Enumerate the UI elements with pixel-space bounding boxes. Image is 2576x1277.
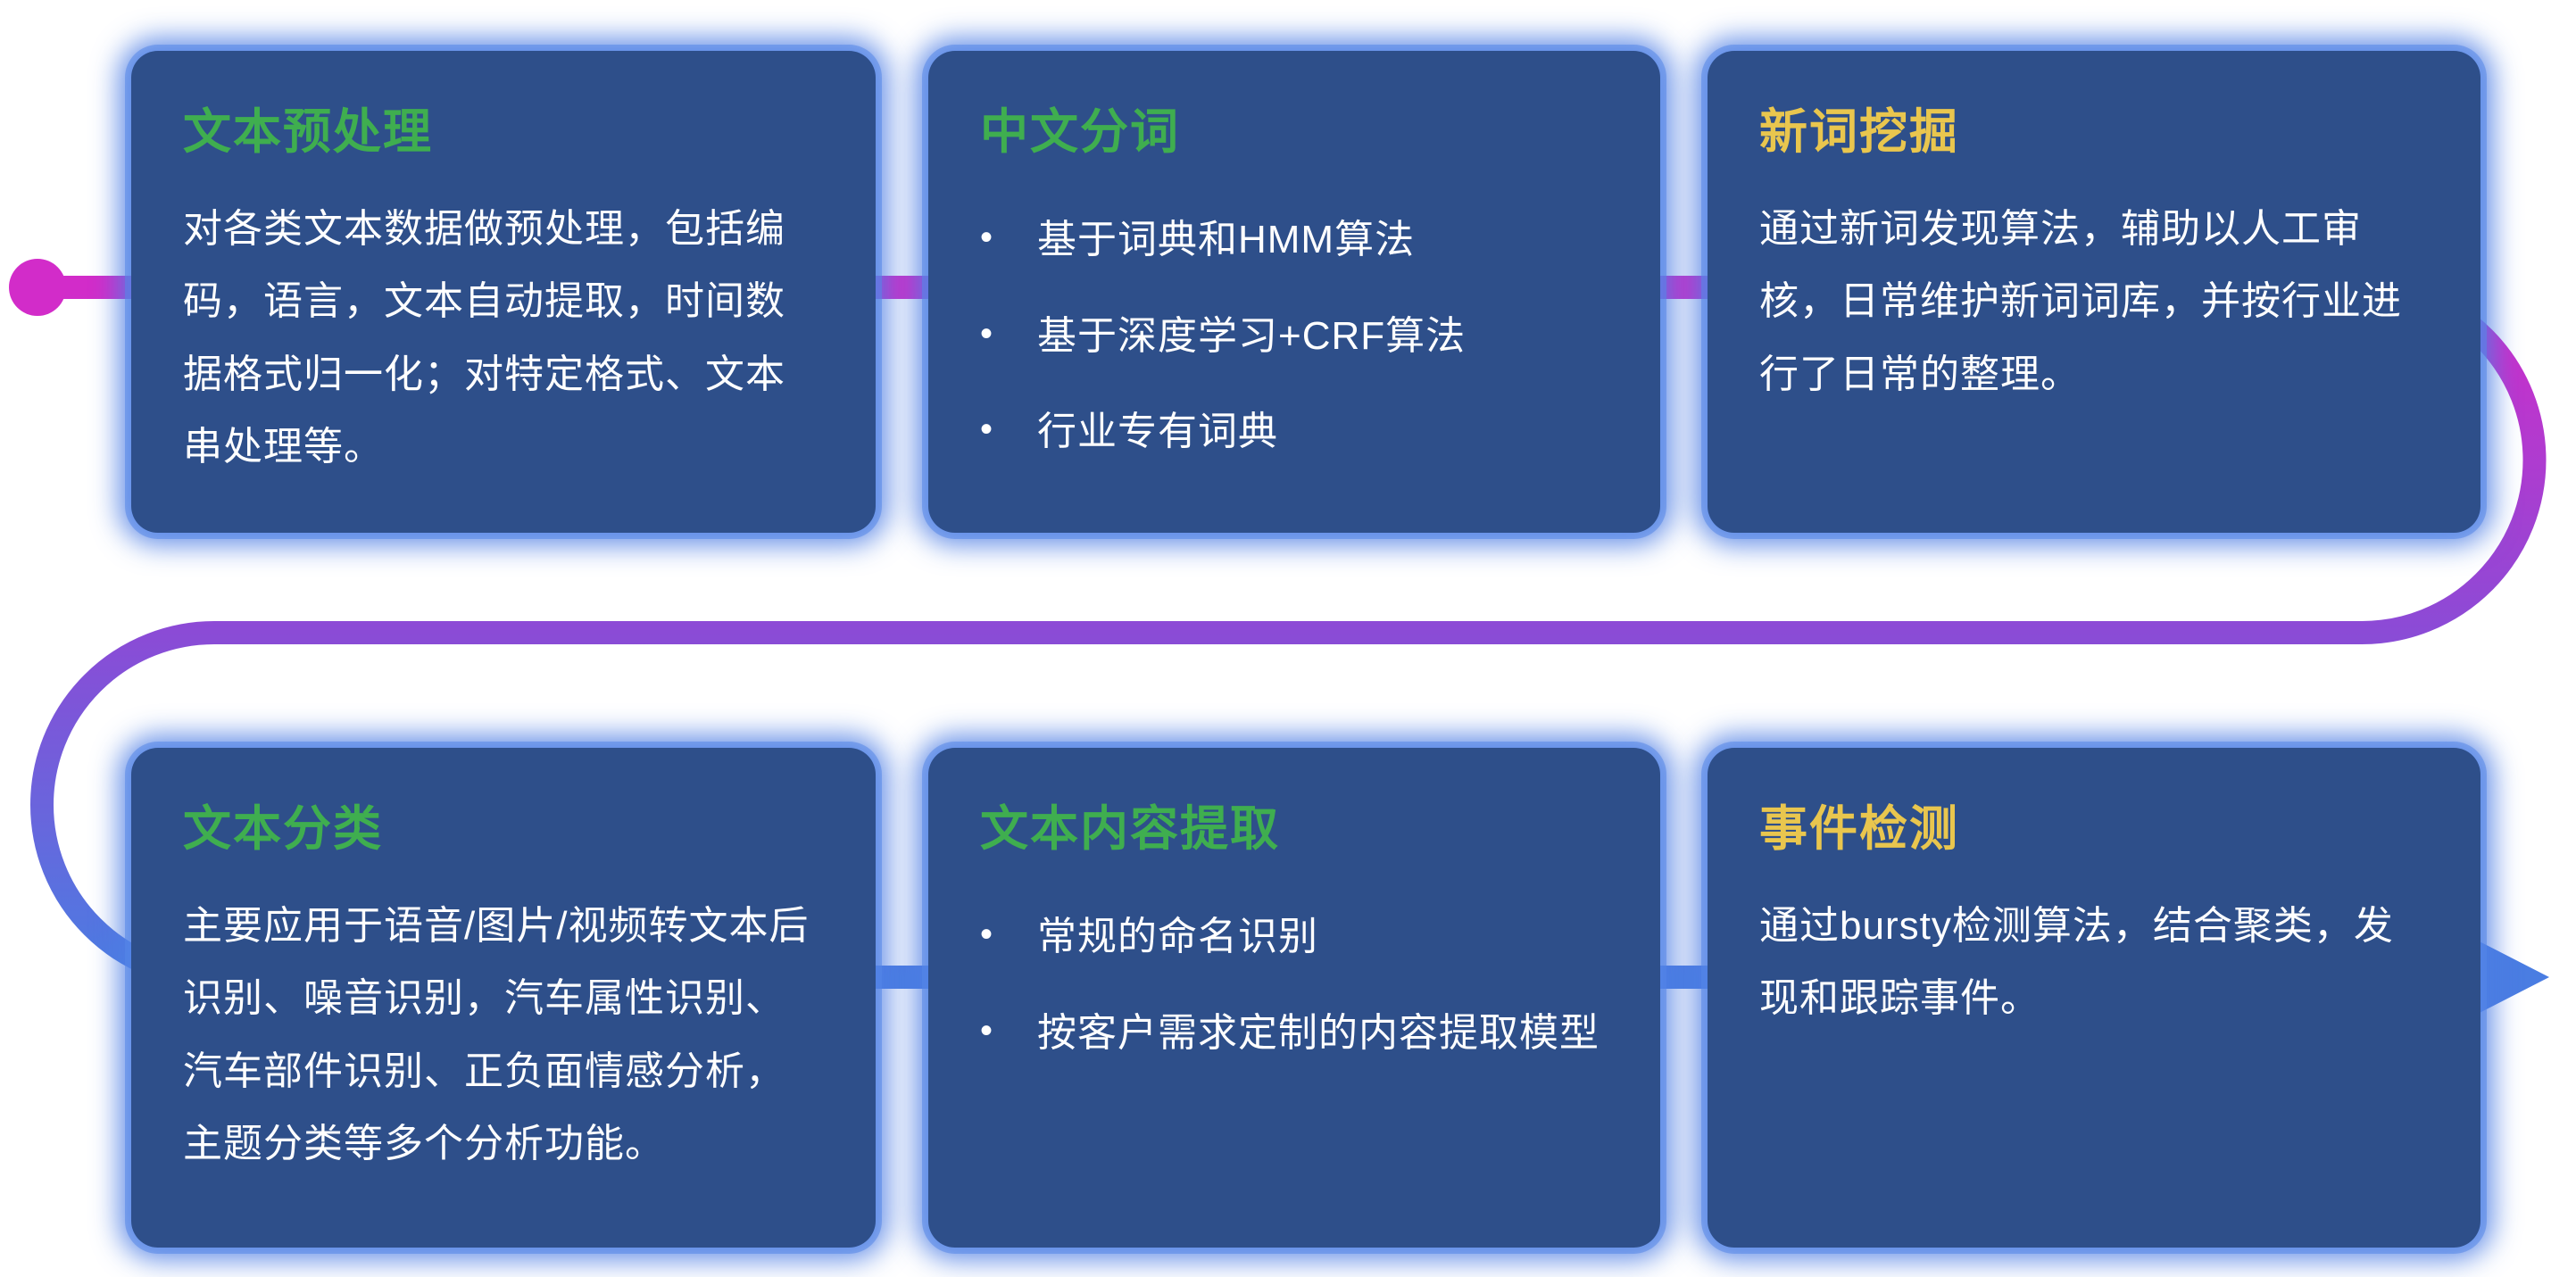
- card-body: 对各类文本数据做预处理，包括编码，语言，文本自动提取，时间数据格式归一化；对特定…: [183, 207, 785, 469]
- bullet-text: 按客户需求定制的内容提取模型: [1037, 1010, 1600, 1055]
- bullet-item: • 行业专有词典: [980, 404, 1608, 460]
- bullet-text: 行业专有词典: [1037, 410, 1278, 454]
- bullet-icon: •: [980, 313, 994, 353]
- card-body: 主要应用于语音/图片/视频转文本后识别、噪音识别，汽车属性识别、汽车部件识别、正…: [183, 904, 810, 1166]
- card-title: 文本预处理: [183, 105, 433, 159]
- card-title: 事件检测: [1759, 802, 1959, 856]
- bullet-item: • 基于深度学习+CRF算法: [980, 309, 1608, 364]
- card-title: 文本内容提取: [980, 802, 1280, 856]
- bullet-item: • 基于词典和HMM算法: [980, 212, 1608, 268]
- card-text-content-extraction: 文本内容提取 • 常规的命名识别 • 按客户需求定制的内容提取模型: [928, 748, 1660, 1248]
- card-title: 文本分类: [183, 802, 383, 856]
- bullet-icon: •: [980, 218, 994, 257]
- flow-arrow-icon: [2471, 937, 2549, 1017]
- bullet-item: • 按客户需求定制的内容提取模型: [980, 1006, 1608, 1061]
- card-body: 通过bursty检测算法，结合聚类，发现和跟踪事件。: [1759, 904, 2394, 1021]
- bullet-icon: •: [980, 410, 994, 450]
- bullet-text: 基于深度学习+CRF算法: [1037, 313, 1467, 358]
- bullet-item: • 常规的命名识别: [980, 909, 1608, 965]
- flow-path: [30, 276, 2547, 989]
- card-chinese-word-segmentation: 中文分词 • 基于词典和HMM算法 • 基于深度学习+CRF算法 • 行业专有词…: [928, 51, 1660, 533]
- card-body: 通过新词发现算法，辅助以人工审核，日常维护新词词库，并按行业进行了日常的整理。: [1759, 207, 2402, 396]
- card-bullet-list: • 常规的命名识别 • 按客户需求定制的内容提取模型: [980, 909, 1608, 1060]
- bullet-icon: •: [980, 915, 994, 954]
- bullet-icon: •: [980, 1010, 994, 1050]
- flow-start-dot: [9, 259, 66, 316]
- card-text-preprocessing: 文本预处理 对各类文本数据做预处理，包括编码，语言，文本自动提取，时间数据格式归…: [131, 51, 876, 533]
- card-bullet-list: • 基于词典和HMM算法 • 基于深度学习+CRF算法 • 行业专有词典: [980, 212, 1608, 460]
- card-new-word-mining: 新词挖掘 通过新词发现算法，辅助以人工审核，日常维护新词词库，并按行业进行了日常…: [1708, 51, 2480, 533]
- card-title: 中文分词: [980, 105, 1180, 159]
- bullet-text: 常规的命名识别: [1037, 915, 1318, 958]
- bullet-text: 基于词典和HMM算法: [1037, 218, 1416, 261]
- card-title: 新词挖掘: [1759, 105, 1959, 159]
- card-text-classification: 文本分类 主要应用于语音/图片/视频转文本后识别、噪音识别，汽车属性识别、汽车部…: [131, 748, 876, 1248]
- card-event-detection: 事件检测 通过bursty检测算法，结合聚类，发现和跟踪事件。: [1708, 748, 2480, 1248]
